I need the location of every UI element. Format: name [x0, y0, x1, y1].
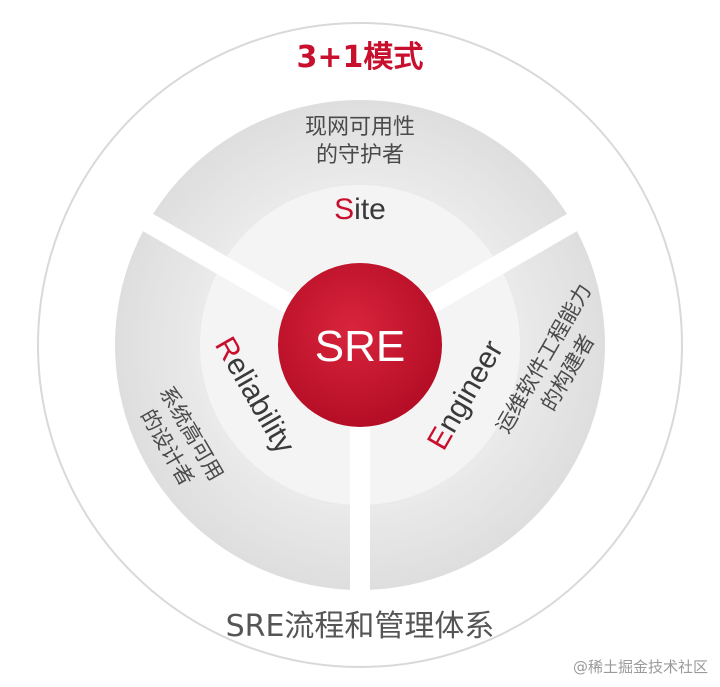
core-label: SRE — [315, 322, 405, 371]
site-desc-line1: 现网可用性 — [305, 115, 415, 140]
core-circle — [278, 263, 442, 427]
watermark: @稀土掘金技术社区 — [573, 658, 708, 676]
title: 3+1模式 — [297, 40, 424, 75]
site-desc-line2: 的守护者 — [316, 143, 404, 168]
bottom-label: SRE流程和管理体系 — [226, 609, 495, 644]
site-word: Site — [334, 193, 386, 226]
site-rest: ite — [354, 193, 386, 226]
site-initial: S — [334, 193, 354, 226]
